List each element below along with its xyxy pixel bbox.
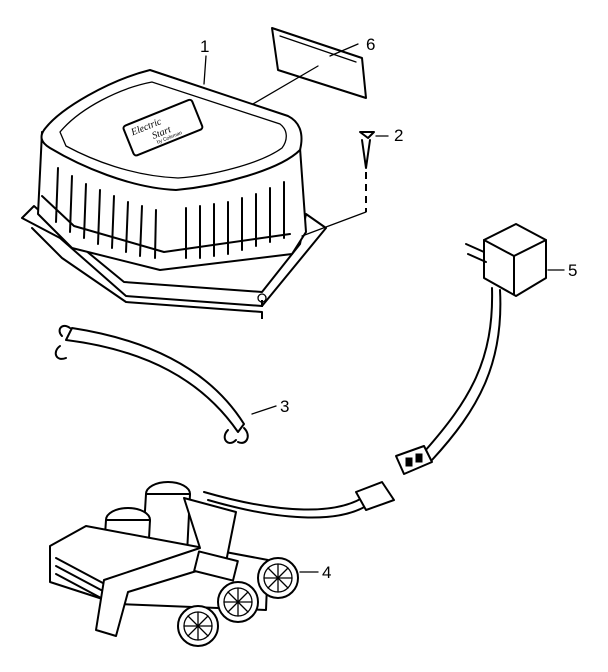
pump-housing-icon: Electric Start by Coleman: [21, 69, 327, 313]
callout-5: 5: [568, 261, 577, 280]
leader-line-3: [251, 405, 277, 415]
callout-2: 2: [394, 126, 403, 145]
callout-3: 3: [280, 397, 289, 416]
screw-icon: [261, 131, 389, 324]
battery-pack-icon: [49, 481, 395, 647]
callout-1: 1: [200, 37, 209, 56]
leader-line-1: [203, 55, 207, 85]
ac-adapter-icon: [395, 223, 547, 475]
callout-6: 6: [366, 35, 375, 54]
leader-line-6: [245, 43, 359, 109]
decal-icon: [271, 27, 367, 99]
strap-hook-icon: [54, 324, 249, 444]
callout-4: 4: [322, 563, 331, 582]
